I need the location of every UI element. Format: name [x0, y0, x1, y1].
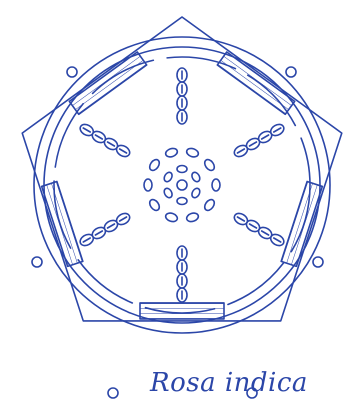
ovule: [148, 158, 162, 172]
ovule: [203, 158, 217, 172]
corner-bulb: [286, 67, 296, 77]
stamen-line: [237, 149, 244, 153]
ovule: [212, 179, 220, 191]
ovule: [190, 187, 201, 199]
stamen-line: [274, 238, 281, 242]
stamen-line: [95, 231, 102, 235]
ovule: [163, 187, 174, 199]
corner-bulb: [67, 67, 77, 77]
hatched-band: [140, 303, 224, 319]
stamen-line: [237, 217, 244, 221]
stamen-line: [108, 142, 115, 146]
ovule: [163, 171, 174, 183]
hatched-band: [69, 52, 146, 114]
stamen-line: [120, 217, 127, 221]
ovule: [177, 198, 187, 205]
species-label: Rosa indica: [150, 368, 308, 398]
ovule: [203, 198, 217, 212]
ovule: [186, 212, 200, 223]
stamen-line: [108, 224, 115, 228]
ovule: [177, 166, 187, 173]
ovule: [148, 198, 162, 212]
stamen-line: [250, 142, 257, 146]
stamen-line: [120, 149, 127, 153]
corner-bulb: [32, 257, 42, 267]
ovule: [165, 147, 179, 158]
ovule: [165, 212, 179, 223]
stamen-line: [262, 231, 269, 235]
stamen-line: [83, 128, 90, 132]
corner-bulb: [313, 257, 323, 267]
ovule: [190, 171, 201, 183]
stamen-line: [95, 135, 102, 139]
stamen-line: [274, 128, 281, 132]
center-dot: [177, 180, 187, 190]
stamen-line: [262, 135, 269, 139]
ovule: [186, 147, 200, 158]
corner-bulb: [108, 388, 118, 398]
stamen-line: [83, 238, 90, 242]
ovule: [144, 179, 152, 191]
hatched-band: [217, 52, 294, 114]
outer-pentagon: [22, 17, 342, 321]
stamen-line: [250, 224, 257, 228]
